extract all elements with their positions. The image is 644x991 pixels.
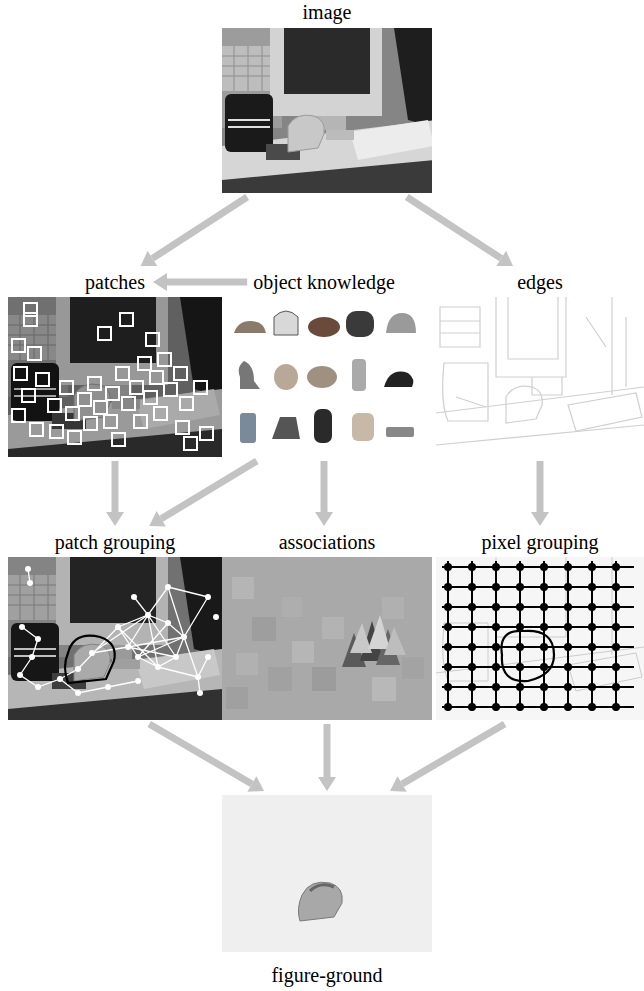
photo-panel	[222, 28, 436, 193]
arrow-head	[390, 776, 407, 792]
arrow-shaft	[149, 724, 252, 784]
diagram-panel: pixel grouping	[436, 530, 644, 720]
arrow-head	[106, 512, 124, 526]
flow-arrow	[407, 197, 513, 266]
panel-heading: associations	[277, 530, 378, 554]
panel-heading-row: patch grouping	[0, 530, 242, 554]
panel-heading-row: patches	[0, 270, 242, 294]
flow-arrow	[531, 461, 549, 526]
association-map	[222, 557, 432, 720]
arrow-head	[153, 273, 167, 291]
arrow-shaft	[112, 461, 119, 512]
arrow-shaft	[402, 724, 505, 784]
arrow-head	[318, 777, 336, 791]
panel-heading-row: edges	[416, 270, 644, 294]
panel-heading: patch grouping	[53, 530, 178, 554]
arrow-head	[141, 251, 158, 266]
flow-arrow	[106, 461, 124, 526]
flow-arrow	[153, 273, 247, 291]
arrow-head	[496, 251, 513, 266]
arrow-head	[315, 512, 333, 526]
arrow-shaft	[537, 461, 544, 512]
diagram-panel: patch grouping	[8, 530, 222, 720]
arrow-head	[149, 511, 166, 526]
flow-arrow	[149, 724, 264, 792]
segmentation-result	[222, 795, 432, 952]
arrow-shaft	[407, 197, 501, 258]
panel-heading-row: figure-ground	[202, 963, 452, 987]
panel-heading: object knowledge	[251, 270, 397, 294]
edge-map	[436, 297, 644, 457]
arrow-head	[247, 776, 264, 792]
object-gallery	[228, 297, 420, 457]
panel-heading: figure-ground	[269, 963, 384, 987]
panel-heading-row: object knowledge	[208, 270, 440, 294]
flow-arrow	[315, 461, 333, 526]
patches-panel	[8, 297, 222, 462]
panel-heading-row: image	[202, 0, 452, 24]
panel-heading-row: associations	[202, 530, 452, 554]
panel-heading: edges	[515, 270, 565, 294]
arrow-head	[531, 512, 549, 526]
diagram-panel: object knowledge	[228, 270, 420, 457]
arrow-shaft	[152, 197, 247, 258]
flow-arrow	[149, 461, 257, 526]
diagram-panel: patches	[8, 270, 222, 457]
flow-arrow	[141, 197, 248, 266]
arrow-shaft	[167, 279, 247, 286]
arrow-shaft	[161, 461, 257, 519]
diagram-panel: figure-ground	[222, 795, 432, 991]
panel-heading: image	[301, 0, 354, 24]
diagram-panel: image	[222, 0, 432, 193]
panel-heading-row: pixel grouping	[416, 530, 644, 554]
diagram-panel: edges	[436, 270, 644, 457]
arrow-shaft	[321, 461, 328, 512]
flow-arrow	[318, 724, 336, 791]
pixel-graph	[436, 557, 644, 720]
panel-heading: pixel grouping	[479, 530, 600, 554]
diagram-panel: associations	[222, 530, 432, 720]
patch-graph	[8, 557, 222, 722]
arrow-shaft	[324, 724, 331, 777]
panel-heading: patches	[83, 270, 147, 294]
flow-arrow	[390, 724, 505, 792]
